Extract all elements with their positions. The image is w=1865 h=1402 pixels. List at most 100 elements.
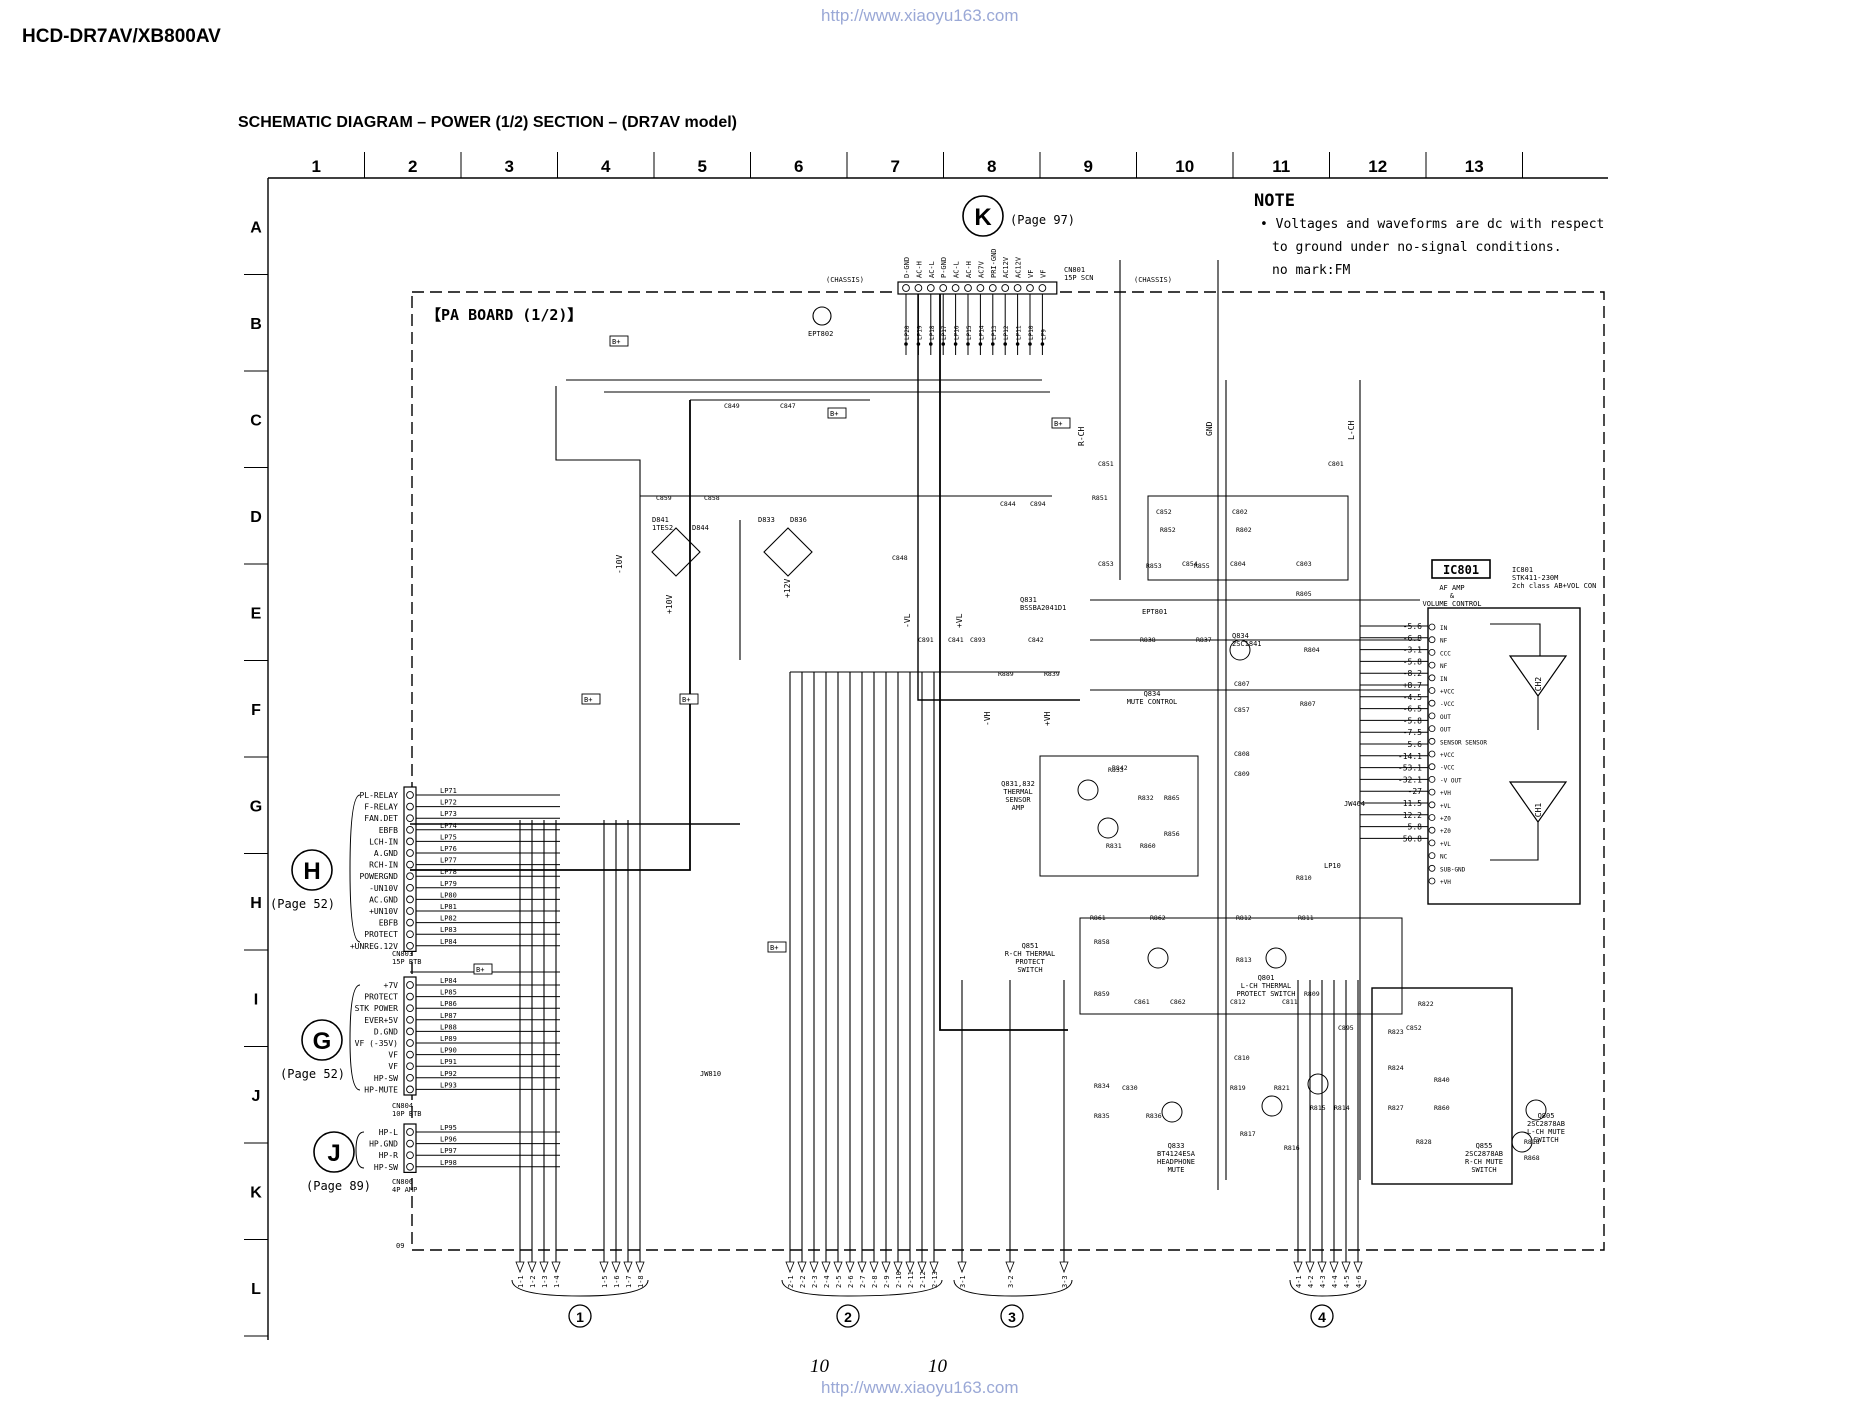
ic801-pin: [1428, 788, 1436, 796]
capacitor-label: C893: [970, 636, 986, 644]
bus-arrow: [869, 1261, 879, 1274]
resistor-label: R865: [1164, 794, 1180, 802]
resistor-label: R804: [1304, 646, 1320, 654]
cn801-lp-label: LP14: [978, 325, 985, 340]
source-url-top: http://www.xiaoyu163.com: [821, 6, 1019, 25]
resistor-label: R856: [1164, 830, 1180, 838]
ic801-pin-name: -VCC: [1440, 765, 1455, 772]
diode-bridge-d831: [763, 527, 813, 577]
bplus-tag-label: B+: [682, 696, 690, 704]
connector-g-lp-label: LP84: [440, 977, 457, 985]
rail-label-pos12v: +12V: [783, 579, 792, 598]
bus-label: 1-1: [517, 1275, 525, 1288]
part-label: D844: [692, 524, 709, 532]
capacitor-label: C852: [1406, 1024, 1422, 1032]
transistor-symbol: [1261, 1095, 1283, 1117]
connector-h-pin-label: RCH-IN: [369, 861, 398, 870]
thermal-switch-box: [1079, 917, 1403, 1015]
resistor-label: R853: [1146, 562, 1162, 570]
bus-group-brace: [1289, 1279, 1367, 1297]
rch-mute-switch-label: 2SC2878AB: [1465, 1150, 1503, 1158]
ic801-function: AF AMP: [1439, 584, 1464, 592]
grid-column-label: 8: [987, 157, 996, 176]
connector-g-brace: [349, 984, 361, 1091]
connector-h-brace: [349, 794, 361, 943]
rch-thermal-switch-label: R-CH THERMAL: [1005, 950, 1056, 958]
transistor-symbol: [1229, 639, 1251, 661]
page-number-right: 10: [928, 1356, 947, 1377]
cn-bottom-label: 09: [396, 1242, 404, 1250]
ic801-description: IC801: [1512, 566, 1533, 574]
grid-column-label: 2: [408, 157, 417, 176]
bus-label: 4-6: [1355, 1275, 1363, 1288]
amplifier-ch1: [1508, 781, 1568, 824]
bus-label: 2-6: [847, 1275, 855, 1288]
connector-g-pin-label: VF: [388, 1051, 398, 1060]
cn801-pin-label: VF: [1027, 270, 1035, 278]
bus-arrow: [611, 1261, 621, 1274]
lch-mute-switch-label: Q805: [1538, 1112, 1555, 1120]
resistor-label: R833: [1108, 766, 1124, 774]
bus-arrow: [821, 1261, 831, 1274]
bus-arrow: [1353, 1261, 1363, 1274]
bus-label: 2-5: [835, 1275, 843, 1288]
ic801-pin-name: NF: [1440, 638, 1448, 645]
part-label: 1TES2: [652, 524, 673, 532]
connector-g-lp-label: LP87: [440, 1012, 457, 1020]
resistor-label: R828: [1416, 1138, 1432, 1146]
ic801-pin-name: +VL: [1440, 841, 1451, 848]
part-label: D841: [652, 516, 669, 524]
ic801-description: 2ch class AB+VOL CON: [1512, 582, 1596, 590]
connector-h-pin: [406, 907, 414, 915]
connector-g-cn-desc: 10P BTB: [392, 1110, 422, 1118]
amplifier-ch2-label: CH2: [1534, 677, 1543, 692]
bus-arrow: [797, 1261, 807, 1274]
connector-h-pin-label: POWERGND: [359, 872, 398, 881]
bus-arrow: [1059, 1261, 1069, 1274]
rail-wire: [410, 400, 691, 871]
resistor-label: R851: [1092, 494, 1108, 502]
connector-g-pin: [406, 992, 414, 1001]
connector-h-pin-label: F-RELAY: [364, 803, 398, 812]
bus-arrow: [551, 1261, 561, 1274]
bplus-tag-label: B+: [830, 410, 838, 418]
cn801-pin-label: PRI-GND: [990, 248, 998, 278]
bus-arrow: [539, 1261, 549, 1274]
grid-row-label: D: [250, 509, 262, 526]
rail-label-neg-vh: -VH: [983, 711, 992, 726]
wire-junction: [991, 342, 995, 346]
capacitor-label: C858: [704, 494, 720, 502]
q831-part-label: BSSBA2041D1: [1020, 604, 1066, 612]
bus-arrow: [623, 1261, 633, 1274]
connector-g-letter: G: [313, 1028, 332, 1055]
cn801-pin: [939, 284, 948, 292]
capacitor-label: C807: [1234, 680, 1250, 688]
connector-j-housing: [403, 1123, 417, 1174]
cn801-pin: [1013, 284, 1022, 292]
ic801-wire: [1490, 822, 1539, 861]
capacitor-label: C804: [1230, 560, 1246, 568]
bus-label: 1-3: [541, 1275, 549, 1288]
resistor-label: R842: [1112, 764, 1128, 772]
cn801-pin-label: AC7V: [977, 260, 985, 278]
ic801-pin-name: OUT: [1440, 727, 1451, 734]
lch-mute-switch-label: SWITCH: [1533, 1136, 1558, 1144]
note-line: no mark:FM: [1272, 263, 1350, 278]
headphone-mute-label: BT4124ESA: [1157, 1150, 1196, 1158]
connector-j-pin-label: HP-L: [379, 1128, 398, 1137]
connector-j-pin: [406, 1128, 414, 1136]
connector-h-pin-label: A.GND: [374, 849, 398, 858]
capacitor-label: C841: [948, 636, 964, 644]
rail-wire: [939, 294, 1068, 1031]
bus-arrow: [1305, 1261, 1315, 1274]
bus-group-number: 2: [844, 1309, 852, 1325]
connector-h-pin: [406, 791, 414, 799]
connector-g-lp-label: LP92: [440, 1070, 457, 1078]
page-number-left: 10: [810, 1356, 829, 1377]
cn801-pin-label: AC-H: [915, 261, 923, 278]
resistor-label: R802: [1236, 526, 1252, 534]
resistor-label: R855: [1194, 562, 1210, 570]
lch-thermal-switch-label: L-CH THERMAL: [1241, 982, 1292, 990]
bus-arrow: [1005, 1261, 1015, 1274]
wire-junction: [978, 342, 983, 346]
